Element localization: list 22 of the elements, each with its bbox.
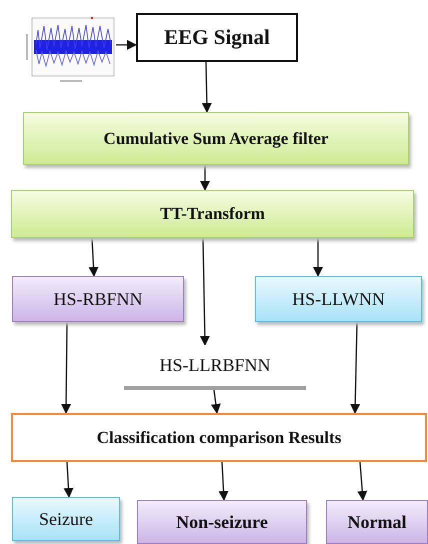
- output-box: Seizure: [12, 497, 120, 541]
- arrow: [202, 62, 212, 113]
- output-box: Normal: [326, 500, 428, 544]
- arrow: [200, 238, 210, 346]
- classifier-box: HS-LLWNN: [255, 276, 422, 322]
- classifier-box: HS-RBFNN: [12, 276, 184, 322]
- arrow: [313, 238, 323, 277]
- process-box: TT-Transform: [11, 190, 414, 238]
- arrow: [116, 40, 137, 50]
- arrow: [210, 390, 221, 414]
- arrow: [357, 462, 368, 501]
- arrow: [88, 238, 99, 277]
- process-box: Cumulative Sum Average filter: [23, 112, 409, 165]
- arrow: [200, 165, 210, 191]
- output-box: Non-seizure: [137, 500, 307, 544]
- arrow: [350, 322, 360, 414]
- arrow: [218, 462, 229, 501]
- arrow: [64, 462, 74, 498]
- classifier-label: HS-LLRBFNN: [124, 345, 306, 390]
- arrow: [61, 322, 72, 414]
- result-box: Classification comparison Results: [11, 413, 427, 462]
- process-box: EEG Signal: [136, 13, 298, 62]
